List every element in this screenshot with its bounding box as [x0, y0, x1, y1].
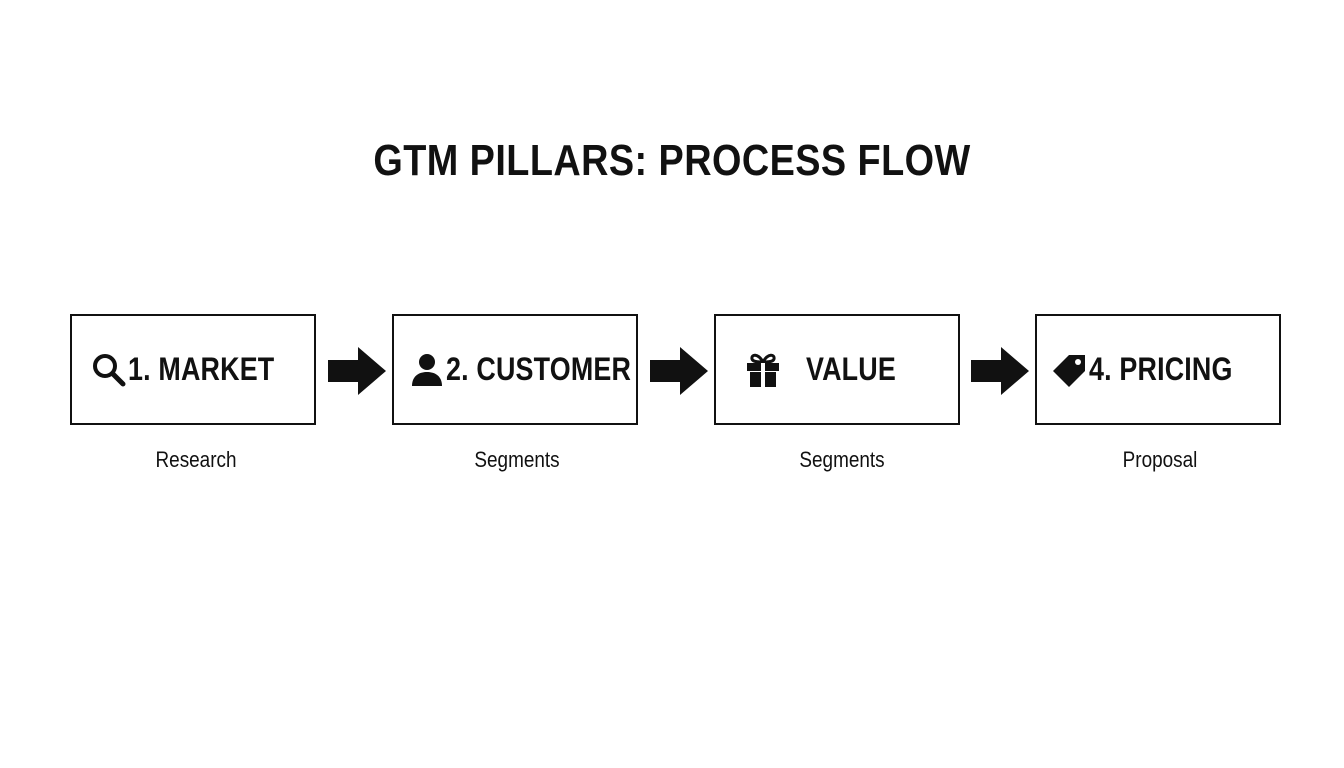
step-customer-label: 2. CUSTOMER	[446, 351, 632, 387]
step-customer-box: 2. CUSTOMER	[392, 314, 638, 425]
step-customer-caption: Segments	[474, 447, 560, 472]
search-icon	[90, 351, 128, 389]
arrow-right-icon	[328, 347, 386, 395]
step-value-box: VALUE	[714, 314, 960, 425]
diagram-title: GTM PILLARS: PROCESS FLOW	[373, 136, 971, 185]
arrow-right-icon	[650, 347, 708, 395]
step-pricing-label: 4. PRICING	[1089, 351, 1233, 387]
step-market-label: 1. MARKET	[128, 351, 275, 387]
price-tag-icon	[1051, 351, 1089, 389]
arrow-right-icon	[971, 347, 1029, 395]
step-pricing-box: 4. PRICING	[1035, 314, 1281, 425]
step-pricing-caption: Proposal	[1122, 447, 1198, 472]
step-value-caption: Segments	[799, 447, 885, 472]
step-market-caption: Research	[155, 447, 237, 472]
user-icon	[408, 351, 446, 389]
gift-icon	[744, 351, 782, 389]
step-value-label: VALUE	[806, 351, 896, 387]
step-market-box: 1. MARKET	[70, 314, 316, 425]
